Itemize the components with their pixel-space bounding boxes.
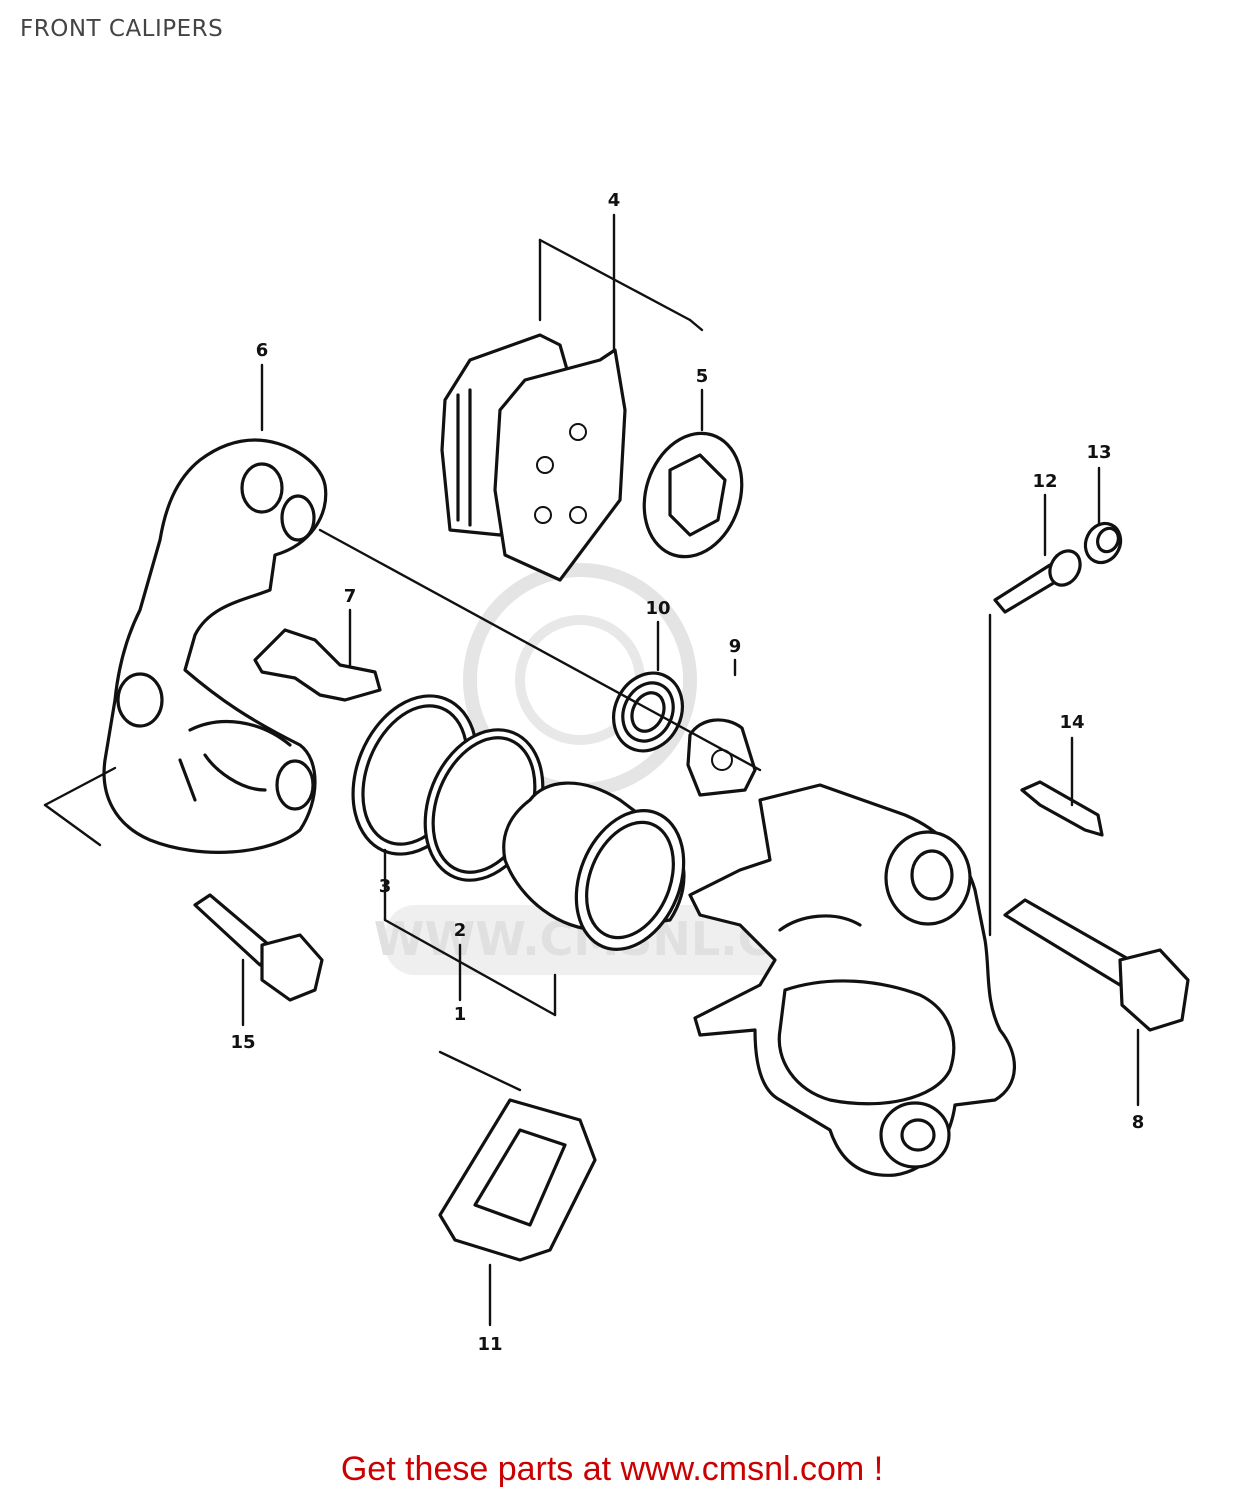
part-piston[interactable] — [502, 781, 704, 965]
callout-9: 9 — [729, 636, 742, 657]
callout-11: 11 — [477, 1334, 502, 1355]
callout-2: 2 — [454, 920, 467, 941]
callout-12: 12 — [1032, 471, 1057, 492]
callout-3: 3 — [379, 876, 392, 897]
part-bleeder-screw[interactable] — [993, 545, 1086, 614]
callout-1: 1 — [454, 1004, 467, 1025]
callout-7: 7 — [344, 586, 357, 607]
part-bolt-15[interactable] — [193, 893, 324, 1002]
callouts: 1 2 3 4 5 6 7 8 9 10 11 12 13 14 15 — [230, 190, 1144, 1355]
part-bushing[interactable] — [686, 718, 757, 797]
part-caliper-bolt[interactable] — [1003, 898, 1190, 1032]
footer-parts-link-text: Get these parts at www.cmsnl.com ! — [340, 1450, 884, 1488]
part-caliper-bracket[interactable] — [43, 438, 328, 854]
part-dust-boot[interactable] — [601, 662, 695, 762]
callout-10: 10 — [645, 598, 670, 619]
part-pad-spring[interactable] — [253, 628, 382, 702]
part-pad-shim[interactable] — [629, 421, 757, 570]
callout-13: 13 — [1086, 442, 1111, 463]
part-bleeder-cap[interactable] — [1079, 518, 1127, 569]
part-clip[interactable] — [1020, 780, 1104, 837]
part-caliper-body[interactable] — [688, 783, 1016, 1177]
page-title: FRONT CALIPERS — [20, 16, 224, 42]
part-pad-retainer[interactable] — [438, 1098, 597, 1262]
callout-6: 6 — [256, 340, 269, 361]
callout-4: 4 — [608, 190, 621, 211]
callout-8: 8 — [1132, 1112, 1145, 1133]
callout-15: 15 — [230, 1032, 255, 1053]
footer-parts-link[interactable]: Get these parts at www.cmsnl.com ! — [0, 1450, 1236, 1489]
callout-14: 14 — [1059, 712, 1084, 733]
callout-5: 5 — [696, 366, 709, 387]
part-brake-pads[interactable] — [440, 333, 627, 582]
leader-lines — [241, 213, 1140, 1327]
